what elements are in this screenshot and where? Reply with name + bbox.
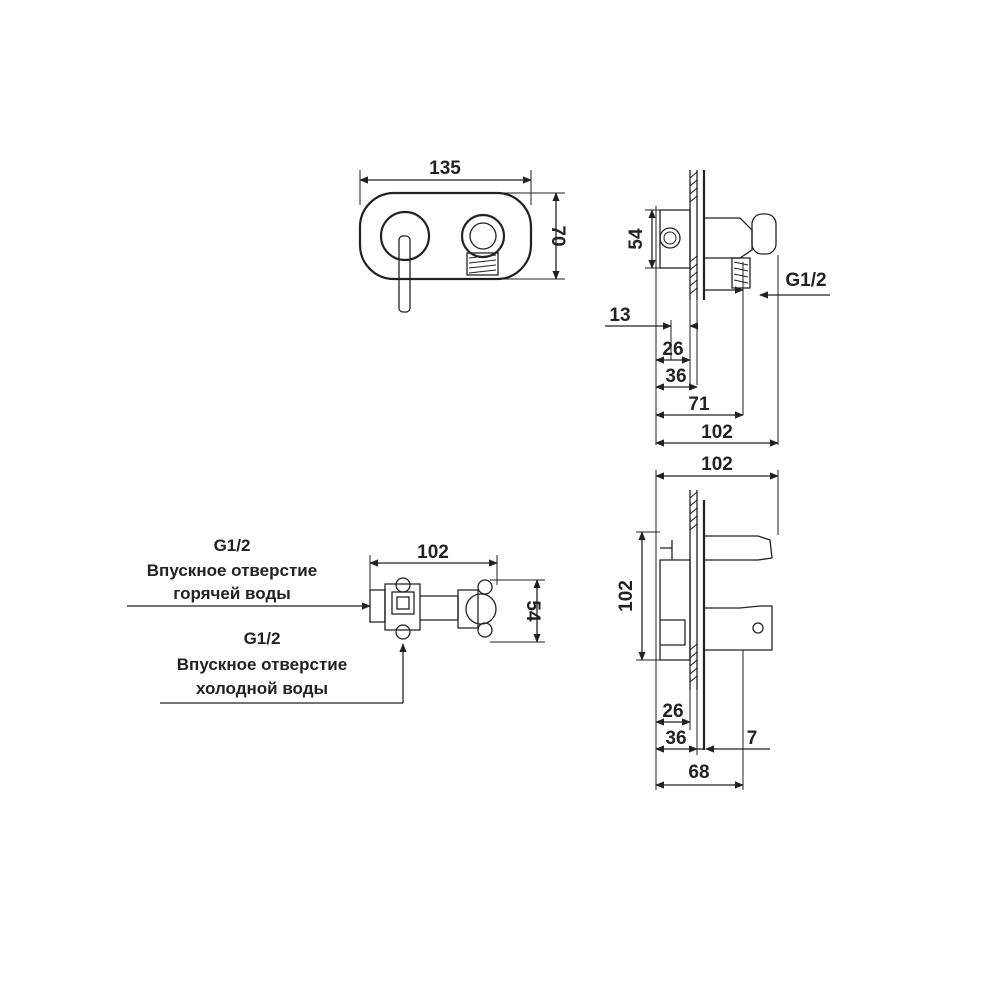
valve-width-label: 102 bbox=[417, 542, 449, 563]
hose-connector bbox=[466, 252, 499, 276]
depth-26-label: 26 bbox=[662, 339, 683, 360]
side-view-bottom: 102 102 26 36 7 68 bbox=[616, 454, 779, 790]
bottom-depth-7-label: 7 bbox=[747, 728, 758, 749]
hot-inlet-thread: G1/2 bbox=[214, 536, 251, 555]
side-view-top: 54 G1/2 13 26 36 71 102 bbox=[605, 170, 830, 447]
faceplate bbox=[358, 191, 533, 281]
lever-handle-hub bbox=[379, 210, 431, 262]
front-width-label: 135 bbox=[429, 158, 461, 179]
cold-inlet-line2: холодной воды bbox=[196, 679, 328, 698]
hot-inlet-line1: Впускное отверстие bbox=[147, 561, 317, 580]
valve-body-view: 102 54 G1/2 Впускное отверстие горячей в… bbox=[127, 536, 545, 704]
bottom-depth-36-label: 36 bbox=[665, 728, 686, 749]
depth-71-label: 71 bbox=[688, 394, 710, 415]
side-height-label: 54 bbox=[626, 228, 647, 250]
depth-102-label: 102 bbox=[701, 422, 733, 443]
shower-outlet bbox=[460, 213, 506, 259]
front-height-label: 70 bbox=[547, 225, 568, 246]
front-view: 135 70 bbox=[358, 158, 568, 313]
hot-inlet-line2: горячей воды bbox=[173, 584, 291, 603]
bottom-width-label: 102 bbox=[701, 454, 733, 475]
cold-inlet-line1: Впускное отверстие bbox=[177, 655, 347, 674]
bottom-height-label: 102 bbox=[616, 580, 637, 612]
depth-36-label: 36 bbox=[665, 366, 686, 387]
bottom-depth-68-label: 68 bbox=[688, 762, 709, 783]
lever-handle bbox=[398, 235, 411, 313]
side-thread-label: G1/2 bbox=[785, 270, 826, 291]
bottom-depth-26-label: 26 bbox=[662, 701, 683, 722]
valve-body-bottom bbox=[659, 559, 691, 661]
cold-inlet-thread: G1/2 bbox=[244, 629, 281, 648]
depth-13-label: 13 bbox=[609, 305, 630, 326]
valve-height-label: 54 bbox=[522, 600, 543, 622]
